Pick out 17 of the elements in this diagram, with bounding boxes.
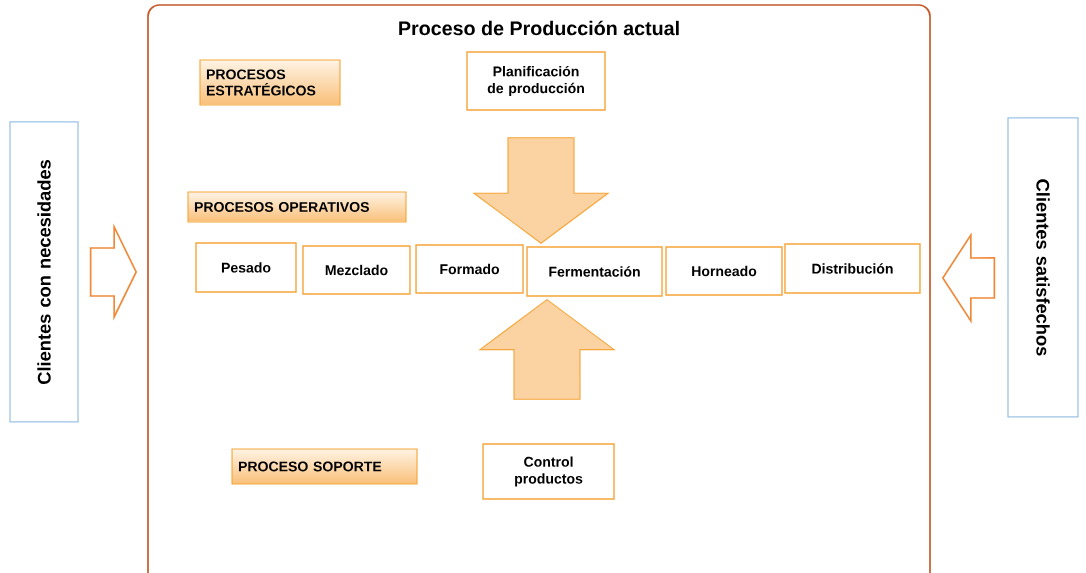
block-arrow bbox=[472, 137, 610, 244]
client-box: Clientes con necesidades bbox=[9, 121, 79, 423]
block-arrow bbox=[89, 223, 138, 321]
process-box: Distribución bbox=[784, 243, 921, 294]
client-box: Clientes satisfechos bbox=[1007, 117, 1079, 418]
process-box: Planificación de producción bbox=[466, 51, 606, 111]
category-label: PROCESOS OPERATIVOS bbox=[187, 191, 407, 223]
category-label: PROCESOS ESTRATÉGICOS bbox=[199, 59, 341, 106]
block-arrow bbox=[941, 232, 996, 324]
block-arrow bbox=[478, 298, 616, 400]
process-box: Pesado bbox=[195, 242, 297, 293]
process-box: Mezclado bbox=[302, 245, 411, 295]
process-box: Control productos bbox=[482, 443, 615, 500]
process-box: Fermentación bbox=[526, 246, 663, 297]
category-label: PROCESO SOPORTE bbox=[231, 448, 418, 485]
process-box: Formado bbox=[415, 244, 524, 294]
process-box: Horneado bbox=[665, 246, 783, 296]
